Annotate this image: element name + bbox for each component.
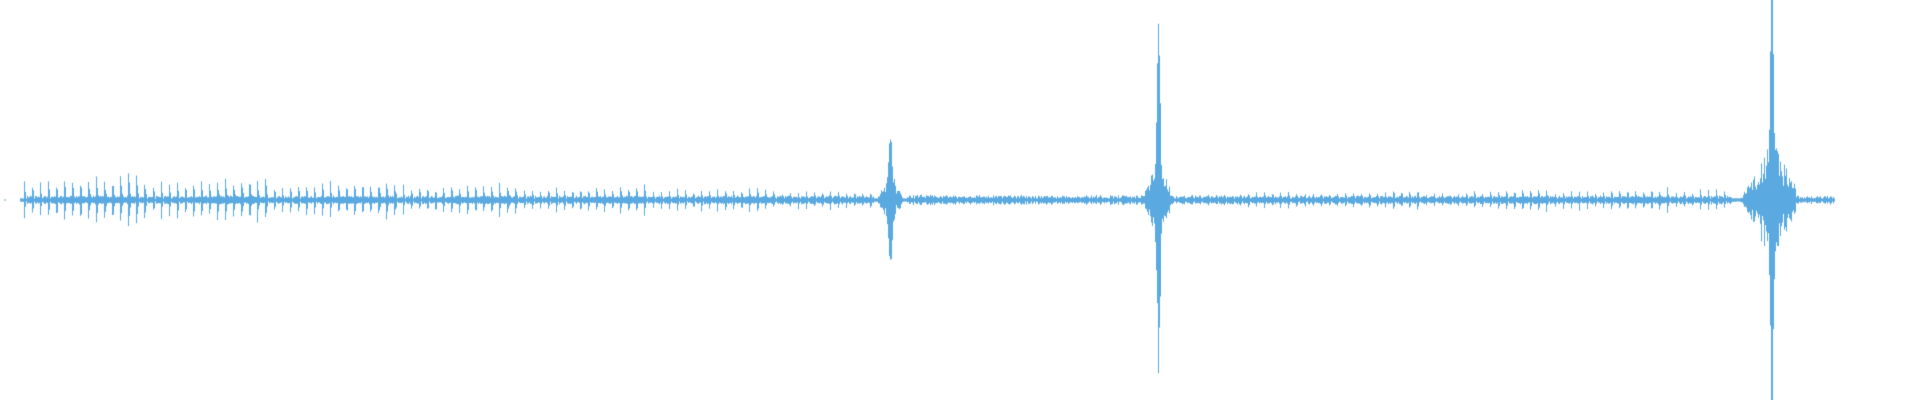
audio-waveform [0, 0, 1920, 400]
waveform-display [0, 0, 1920, 400]
